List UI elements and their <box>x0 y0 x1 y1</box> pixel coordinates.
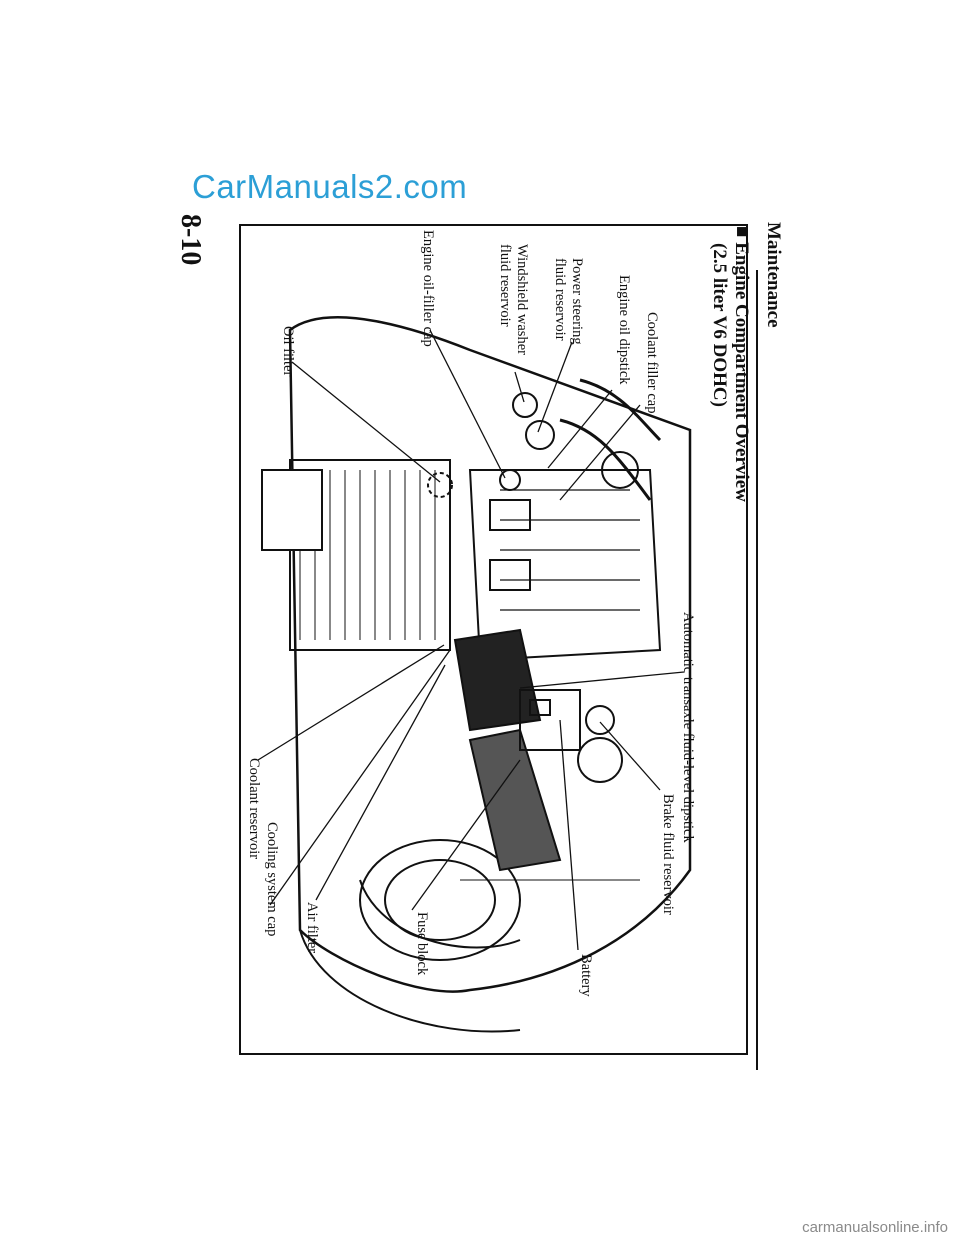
label-washer-line1: Windshield washer <box>514 244 530 355</box>
label-battery: Battery <box>578 954 594 997</box>
label-coolant-reservoir: Coolant reservoir <box>246 758 262 860</box>
label-air-filter: Air filter <box>304 902 320 954</box>
label-brake-fluid-reservoir: Brake fluid reservoir <box>660 794 676 915</box>
label-oil-filter: Oil filter <box>280 326 296 377</box>
watermark-bottom: carmanualsonline.info <box>802 1219 948 1236</box>
label-coolant-filler-cap: Coolant filler cap <box>644 312 660 414</box>
watermark-top: CarManuals2.com <box>192 168 468 205</box>
label-engine-oil-filler-cap: Engine oil-filler cap <box>420 230 436 347</box>
label-transaxle-dipstick: Automatic transaxle fluid-level dipstick <box>680 612 696 843</box>
label-power-steering-line2: fluid reservoir <box>552 258 568 341</box>
figure-frame <box>239 224 748 1055</box>
label-engine-oil-dipstick: Engine oil dipstick <box>616 275 632 385</box>
section-rule <box>756 270 758 1070</box>
label-power-steering-line1: Power steering <box>569 258 585 345</box>
label-fuse-block: Fuse block <box>414 912 430 976</box>
label-washer-line2: fluid reservoir <box>497 244 513 327</box>
label-cooling-system-cap: Cooling system cap <box>264 822 280 937</box>
